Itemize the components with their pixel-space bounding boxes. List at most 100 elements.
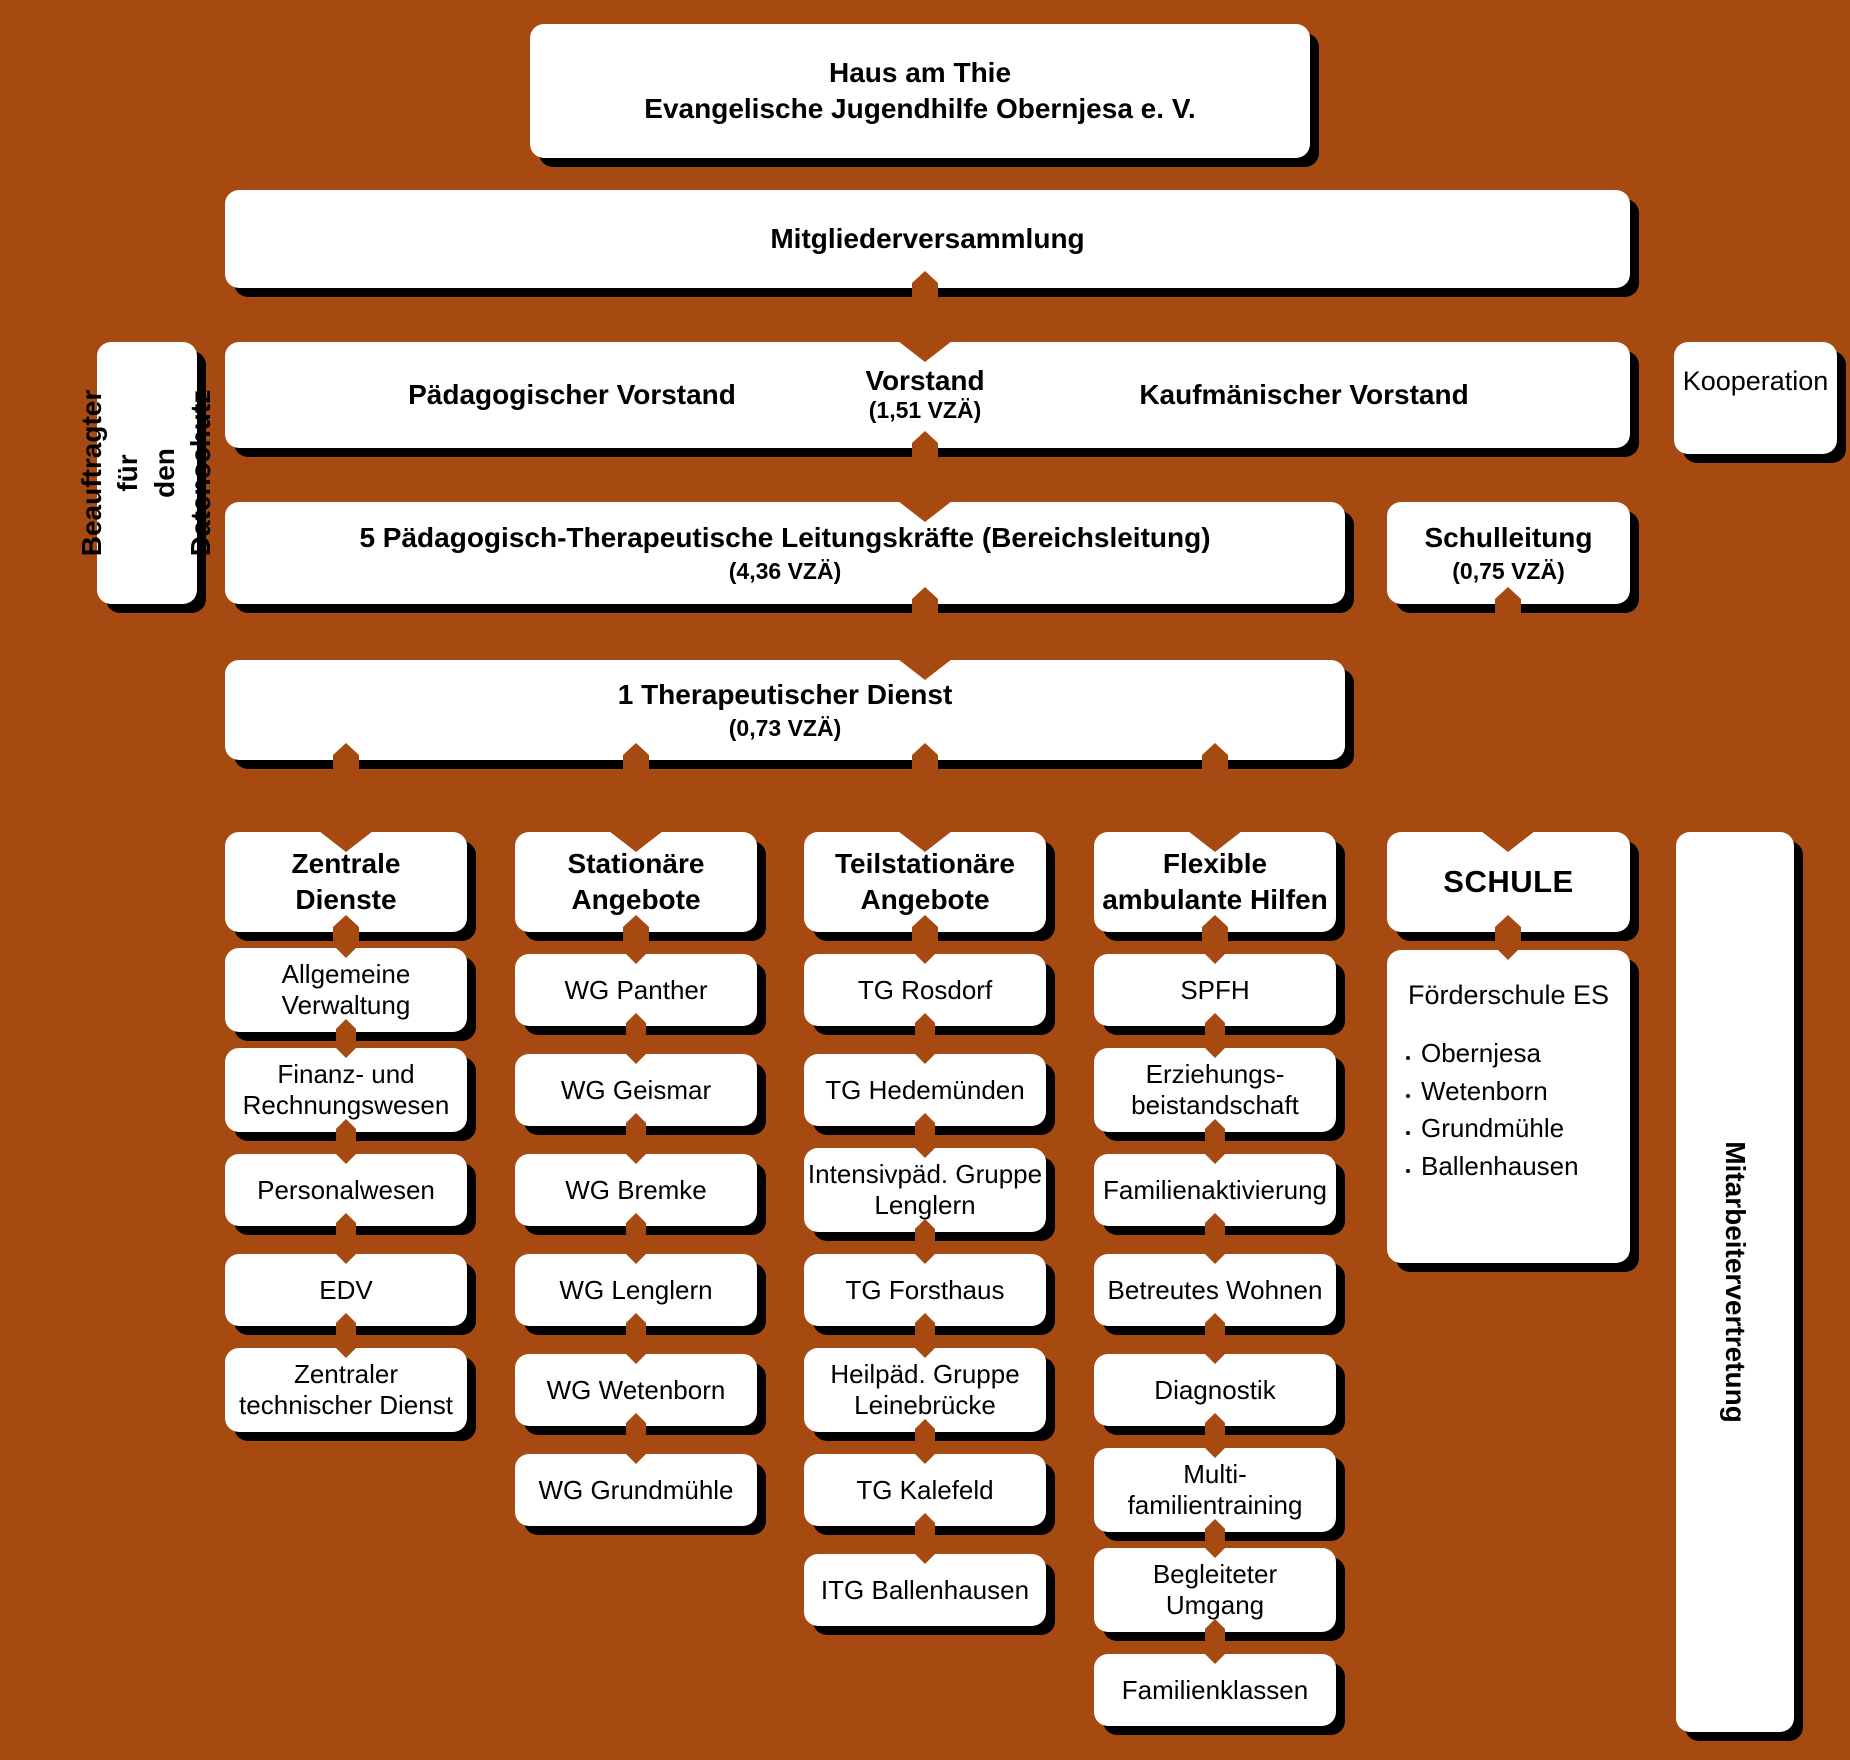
connector-notch-bottom <box>912 431 938 461</box>
connector-tab-bottom <box>915 1313 935 1339</box>
connector-tab-bottom <box>1205 1519 1225 1545</box>
list-item: TG Forsthaus <box>804 1253 1046 1339</box>
list-item-label: Multi- familientraining <box>1127 1459 1303 1520</box>
connector-notch-bottom <box>912 915 938 945</box>
connector-tab-bottom <box>1205 1313 1225 1339</box>
list-item-label: WG Panther <box>564 974 708 1005</box>
school-management-fte: (0,75 VZÄ) <box>1452 558 1565 585</box>
list-item-label: Intensivpäd. Gruppe Lenglern <box>807 1159 1043 1220</box>
connector-tab-top <box>1204 1153 1226 1164</box>
connector-tab-top <box>914 1347 936 1358</box>
staff-council-box: Mitarbeitervertretung <box>1676 832 1794 1732</box>
connector-tab-top <box>1204 1047 1226 1058</box>
list-item-label: TG Rosdorf <box>857 974 993 1005</box>
connector-notch-bottom <box>1495 587 1521 617</box>
org-root-title: Haus am Thie Evangelische Jugendhilfe Ob… <box>644 56 1196 124</box>
connector-tab-bottom <box>915 1513 935 1539</box>
list-item-label: Finanz- und Rechnungswesen <box>242 1059 450 1120</box>
list-item-label: Personalwesen <box>257 1174 435 1205</box>
cooperation-label: Kooperation <box>1682 366 1829 397</box>
board-center-fte: (1,51 VZÄ) <box>868 397 982 424</box>
list-item: Betreutes Wohnen <box>1094 1253 1336 1339</box>
list-item: Zentraler technischer Dienst <box>225 1347 467 1432</box>
therapeutic-service-title: 1 Therapeutischer Dienst <box>617 678 953 710</box>
board-center-label: Vorstand (1,51 VZÄ) <box>865 365 984 425</box>
list-item: Diagnostik <box>1094 1353 1336 1439</box>
therapeutic-service-fte: (0,73 VZÄ) <box>728 715 842 742</box>
connector-tab-bottom <box>336 1213 356 1239</box>
list-item: Familienaktivierung <box>1094 1153 1336 1239</box>
connector-tab-bottom <box>915 1419 935 1445</box>
list-item-label: Erziehungs- beistandschaft <box>1131 1059 1299 1120</box>
column-header-label: Teilstationäre Angebote <box>835 847 1015 915</box>
column-header-flexible-ambulante-hilfen: Flexible ambulante Hilfen <box>1094 831 1336 945</box>
connector-tab-top <box>625 1053 647 1064</box>
connector-notch-bottom <box>333 915 359 945</box>
connector-tab-top <box>625 953 647 964</box>
list-item: Heilpäd. Gruppe Leinebrücke <box>804 1347 1046 1445</box>
connector-notch-bottom <box>623 743 649 773</box>
cooperation-box: Kooperation <box>1674 342 1837 454</box>
connector-tab-top <box>914 1553 936 1564</box>
list-item-label: SPFH <box>1180 974 1250 1005</box>
connector-tab-bottom <box>1205 1413 1225 1439</box>
connector-notch-bottom <box>1202 915 1228 945</box>
connector-notch-bottom <box>1495 915 1521 945</box>
connector-arrow-top <box>1481 831 1535 852</box>
school-program-box: Förderschule ES Obernjesa Wetenborn Grun… <box>1387 949 1630 1263</box>
board-right-label: Kaufmänischer Vorstand <box>1139 379 1469 410</box>
connector-tab-bottom <box>626 1313 646 1339</box>
list-item: WG Grundmühle <box>515 1453 757 1526</box>
list-item: Intensivpäd. Gruppe Lenglern <box>804 1147 1046 1245</box>
column-header-schule: SCHULE <box>1387 831 1630 945</box>
list-item-label: WG Geismar <box>560 1074 712 1105</box>
list-item-label: Familienaktivierung <box>1103 1174 1327 1205</box>
list-item: EDV <box>225 1253 467 1339</box>
connector-tab-bottom <box>915 1219 935 1245</box>
list-item: ITG Ballenhausen <box>804 1553 1046 1626</box>
connector-tab-top <box>335 1253 357 1264</box>
connector-tab-top <box>625 1153 647 1164</box>
connector-tab-bottom <box>1205 1619 1225 1645</box>
connector-tab-top <box>335 947 357 958</box>
school-program-title: Förderschule ES <box>1407 980 1610 1010</box>
data-protection-officer-box: Beauftragter für den Datenschutz <box>76 342 216 604</box>
list-item: WG Panther <box>515 953 757 1039</box>
column-header-label: Stationäre Angebote <box>567 847 705 915</box>
school-location: Wetenborn <box>1421 1073 1579 1111</box>
connector-tab-bottom <box>336 1019 356 1045</box>
list-item: WG Bremke <box>515 1153 757 1239</box>
list-item-label: Betreutes Wohnen <box>1107 1274 1323 1305</box>
connector-notch-bottom <box>912 587 938 617</box>
connector-tab-top <box>1204 1447 1226 1458</box>
connector-tab-top <box>1204 1653 1226 1664</box>
connector-notch-bottom <box>333 743 359 773</box>
list-item: WG Lenglern <box>515 1253 757 1339</box>
connector-tab-top <box>914 1453 936 1464</box>
connector-tab-bottom <box>1205 1213 1225 1239</box>
connector-tab-top <box>335 1047 357 1058</box>
org-root-box: Haus am Thie Evangelische Jugendhilfe Ob… <box>530 24 1310 158</box>
connector-tab-bottom <box>336 1119 356 1145</box>
connector-tab-top <box>1497 949 1519 960</box>
list-item: Allgemeine Verwaltung <box>225 947 467 1045</box>
list-item: Finanz- und Rechnungswesen <box>225 1047 467 1145</box>
connector-tab-top <box>1204 1547 1226 1558</box>
list-item: Multi- familientraining <box>1094 1447 1336 1545</box>
column-header-teilstationaere-angebote: Teilstationäre Angebote <box>804 831 1046 945</box>
division-management-title: 5 Pädagogisch-Therapeutische Leitungskrä… <box>359 521 1211 553</box>
connector-notch-bottom <box>1202 743 1228 773</box>
connector-notch-bottom <box>912 743 938 773</box>
connector-tab-top <box>1204 1353 1226 1364</box>
list-item-label: TG Forsthaus <box>845 1274 1005 1305</box>
data-protection-officer-label: Beauftragter für den Datenschutz <box>76 389 217 557</box>
connector-tab-top <box>914 1053 936 1064</box>
list-item-label: ITG Ballenhausen <box>820 1574 1030 1605</box>
connector-notch-bottom <box>623 915 649 945</box>
list-item: WG Geismar <box>515 1053 757 1139</box>
connector-tab-top <box>625 1453 647 1464</box>
connector-notch-bottom <box>912 271 938 301</box>
list-item-label: WG Grundmühle <box>538 1474 734 1505</box>
members-assembly-box: Mitgliederversammlung <box>225 190 1630 301</box>
